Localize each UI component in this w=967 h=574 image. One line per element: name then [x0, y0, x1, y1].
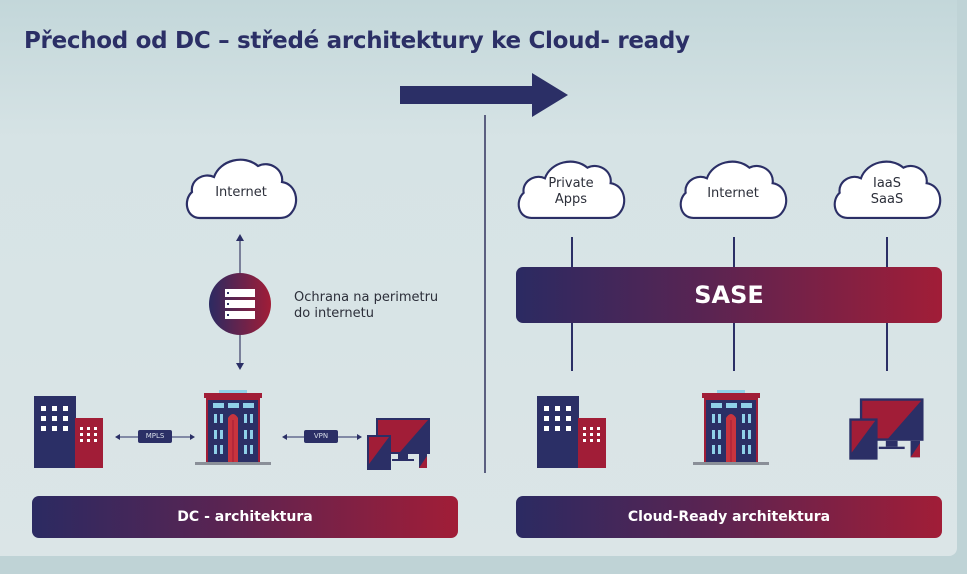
connector-line	[571, 237, 573, 267]
datacenter-building-icon	[195, 390, 271, 465]
cloud-label-line2: Apps	[554, 192, 588, 207]
connector-line	[733, 323, 735, 371]
dc-architecture-label: DC - architektura	[32, 496, 458, 538]
branch-office-icon	[34, 396, 103, 468]
cloud-label-line1: Private	[548, 176, 594, 191]
server-stack-icon	[209, 273, 271, 335]
cloud-label-line2: SaaS	[870, 192, 904, 207]
connector-line	[886, 323, 888, 371]
cloud-label: Private Apps	[514, 176, 628, 208]
datacenter-building-icon	[693, 390, 769, 465]
connector-line	[733, 237, 735, 267]
cloud-icon	[679, 160, 788, 220]
cloud-label-line1: IaaS	[872, 176, 902, 191]
perimeter-label-line1: Ochrana na perimetru	[294, 290, 439, 305]
internet-cloud: Internet	[676, 154, 790, 222]
cloud-icon	[833, 160, 942, 220]
page-title: Přechod od DC – středé architektury ke C…	[24, 28, 690, 54]
cloud-label: Internet	[707, 186, 759, 201]
cloud-icon	[185, 158, 298, 220]
devices-icon	[367, 418, 430, 470]
connector-line	[886, 237, 888, 267]
transition-arrow-icon	[400, 73, 568, 117]
cloud-label: IaaS SaaS	[830, 176, 944, 208]
perimeter-label-line2: do internetu	[294, 306, 374, 321]
private-apps-cloud: Private Apps	[514, 154, 628, 222]
iaas-saas-cloud: IaaS SaaS	[830, 154, 944, 222]
cloud-label: Internet	[215, 185, 267, 200]
devices-icon	[849, 398, 924, 460]
internet-cloud: Internet	[182, 152, 300, 222]
vpn-label: VPN	[304, 430, 338, 443]
section-divider	[484, 115, 486, 473]
connector-line	[571, 323, 573, 371]
cloud-ready-architecture-label: Cloud-Ready architektura	[516, 496, 942, 538]
sase-bar: SASE	[516, 267, 942, 323]
cloud-icon	[517, 160, 626, 220]
perimeter-protection-label: Ochrana na perimetru do internetu	[294, 290, 438, 322]
branch-office-icon	[537, 396, 606, 468]
mpls-label: MPLS	[138, 430, 172, 443]
